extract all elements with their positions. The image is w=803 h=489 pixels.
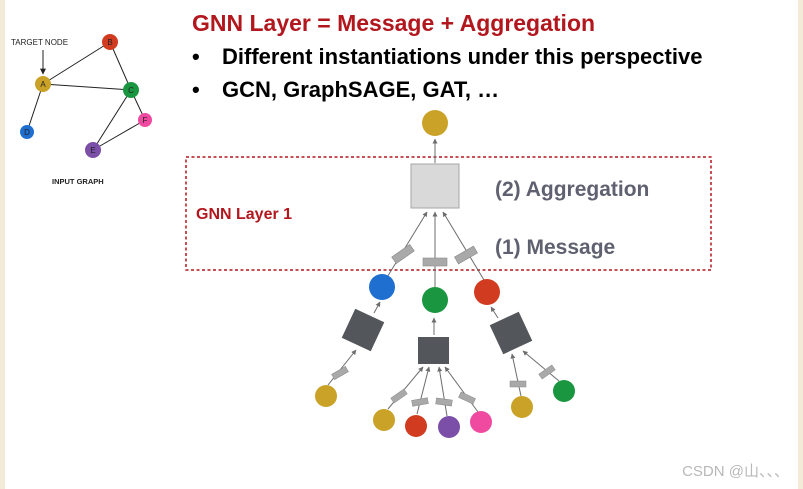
message-rect	[458, 391, 476, 405]
graph-node-c-label: C	[128, 86, 134, 95]
graph-edge	[109, 41, 132, 91]
leaf-node-yellow	[373, 409, 395, 431]
graph-node-d	[20, 125, 34, 139]
arrow	[510, 353, 522, 397]
leaf-node-purple	[438, 416, 460, 438]
slide-title: GNN Layer = Message + Aggregation	[192, 10, 596, 36]
graph-node-f	[138, 113, 152, 127]
arrow	[373, 301, 381, 314]
arrow	[442, 211, 485, 281]
leaf-node-pink	[470, 411, 492, 433]
graph-node-b	[102, 34, 118, 50]
target-node-label: TARGET NODE	[11, 38, 68, 47]
slide-edge-left	[0, 0, 5, 489]
graph-node-c	[123, 82, 139, 98]
gnn-layer-label: GNN Layer 1	[196, 206, 292, 223]
bullet-item: •GCN, GraphSAGE, GAT, …	[192, 77, 500, 102]
aggregation-box	[418, 337, 449, 364]
bullet-list: •Different instantiations under this per…	[192, 43, 702, 109]
aggregation-box	[410, 163, 460, 209]
graph-node-f-label: F	[143, 116, 148, 125]
leaf-node-yellow	[315, 385, 337, 407]
graph-edge	[92, 119, 146, 151]
leaf-node-green	[553, 380, 575, 402]
arrow	[522, 350, 560, 382]
target-node-output	[422, 110, 448, 136]
graph-node-e	[85, 142, 101, 158]
input-graph: TARGET NODE A B C D E F INPUT GRAPH	[11, 34, 152, 186]
slide-edge-right	[798, 0, 803, 489]
arrow	[385, 211, 428, 280]
message-rect	[331, 366, 349, 380]
graph-node-e-label: E	[90, 146, 95, 155]
neighbor-node-green	[422, 287, 448, 313]
message-rect	[538, 364, 556, 380]
message-rect	[454, 245, 478, 265]
graph-edge	[92, 89, 132, 151]
bullet-item: •Different instantiations under this per…	[192, 44, 703, 69]
arrow	[327, 349, 357, 386]
bullet-text: Different instantiations under this pers…	[222, 44, 703, 69]
arrow	[490, 306, 499, 319]
message-label: (1) Message	[495, 236, 615, 259]
graph-node-d-label: D	[24, 128, 30, 137]
leaf-node-yellow	[511, 396, 533, 418]
watermark: CSDN @山、、、	[682, 463, 789, 480]
arrow	[437, 366, 448, 417]
graph-edge	[42, 41, 111, 85]
message-rect	[391, 243, 415, 265]
arrow	[416, 366, 431, 415]
message-rect	[435, 397, 453, 407]
aggregation-box	[489, 311, 533, 355]
graph-node-a-label: A	[40, 80, 46, 89]
leaf-node-red	[405, 415, 427, 437]
arrow	[444, 366, 479, 413]
message-rect	[509, 380, 527, 388]
graph-node-a	[35, 76, 51, 92]
graph-edge	[26, 83, 44, 133]
input-graph-caption: INPUT GRAPH	[52, 177, 104, 186]
graph-edge	[42, 83, 132, 91]
aggregation-box	[341, 308, 385, 352]
bullet-text: GCN, GraphSAGE, GAT, …	[222, 77, 500, 102]
aggregation-label: (2) Aggregation	[495, 178, 649, 201]
message-rect	[390, 388, 408, 404]
graph-node-b-label: B	[107, 38, 112, 47]
message-rect	[422, 257, 448, 267]
neighbor-node-blue	[369, 274, 395, 300]
message-rect	[411, 397, 429, 407]
neighbor-node-red	[474, 279, 500, 305]
